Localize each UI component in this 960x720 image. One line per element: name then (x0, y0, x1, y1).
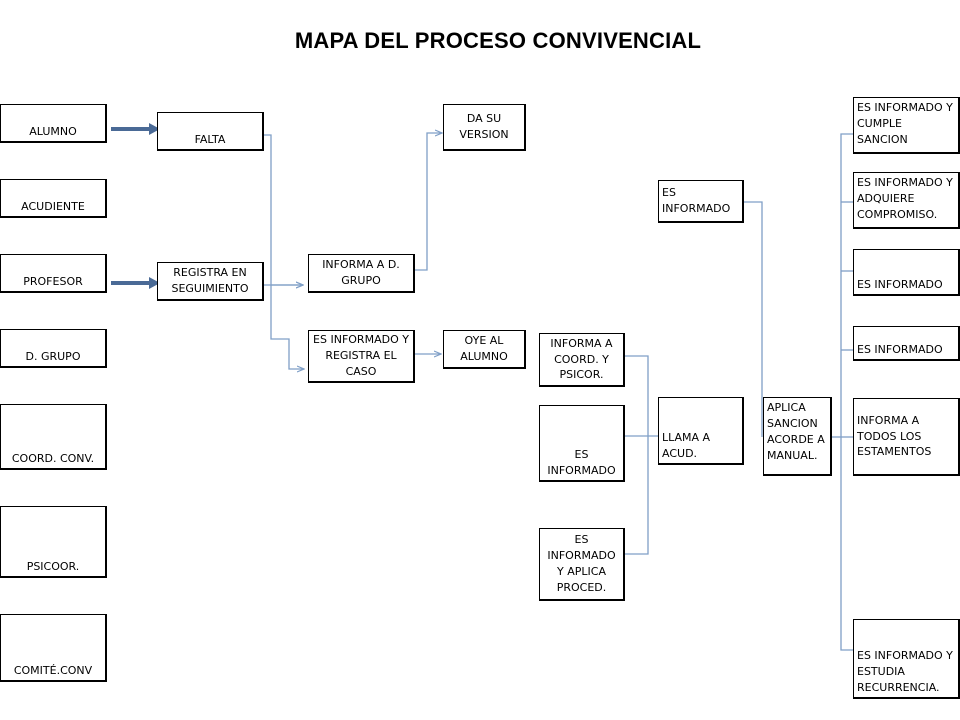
outcome-informado-compromiso: ES INFORMADO Y ADQUIERE COMPROMISO. (853, 172, 960, 229)
step-aplica-sancion: APLICA SANCION ACORDE A MANUAL. (763, 397, 832, 476)
step-llama-acud: LLAMA A ACUD. (658, 397, 744, 465)
step-oye-alumno: OYE AL ALUMNO (443, 330, 526, 369)
step-es-informado-acud: ES INFORMADO (658, 180, 744, 223)
role-psicoor: PSICOOR. (0, 506, 107, 578)
connector-outcomes-bracket (840, 133, 853, 651)
role-acudiente: ACUDIENTE (0, 179, 107, 218)
step-falta: FALTA (157, 112, 264, 151)
connector-informa-to-version (414, 133, 442, 271)
connector-falta-to-informa (263, 134, 303, 285)
arrow-alumno-falta (111, 123, 160, 135)
connector-falta-to-registra-caso (270, 285, 304, 369)
outcome-es-informado-4: ES INFORMADO (853, 326, 960, 361)
role-coord-conv: COORD. CONV. (0, 404, 107, 470)
connector-informado-to-sancion (743, 201, 763, 437)
step-informa-d-grupo: INFORMA A D. GRUPO (308, 254, 415, 293)
page-title: MAPA DEL PROCESO CONVIVENCIAL (294, 28, 702, 53)
step-informa-coord-psicor: INFORMA A COORD. Y PSICOR. (539, 333, 625, 387)
step-informado-registra-caso: ES INFORMADO Y REGISTRA EL CASO (308, 330, 415, 383)
role-profesor: PROFESOR (0, 254, 107, 293)
outcome-informado-cumple: ES INFORMADO Y CUMPLE SANCION (853, 97, 960, 154)
step-registra-seguimiento: REGISTRA EN SEGUIMIENTO (157, 262, 264, 301)
role-alumno: ALUMNO (0, 104, 107, 143)
outcome-informado-recurrencia: ES INFORMADO Y ESTUDIA RECURRENCIA. (853, 619, 960, 699)
arrow-profesor-registra (111, 277, 160, 289)
role-d-grupo: D. GRUPO (0, 329, 107, 368)
step-informado-aplica-proced: ES INFORMADO Y APLICA PROCED. (539, 528, 625, 601)
connector-coord-group (624, 355, 649, 555)
step-da-su-version: DA SU VERSION (443, 104, 526, 151)
step-es-informado-coord: ES INFORMADO (539, 405, 625, 482)
outcome-es-informado-3: ES INFORMADO (853, 249, 960, 296)
outcome-informa-estamentos: INFORMA A TODOS LOS ESTAMENTOS (853, 398, 960, 476)
role-comite-conv: COMITÉ.CONV (0, 614, 107, 682)
